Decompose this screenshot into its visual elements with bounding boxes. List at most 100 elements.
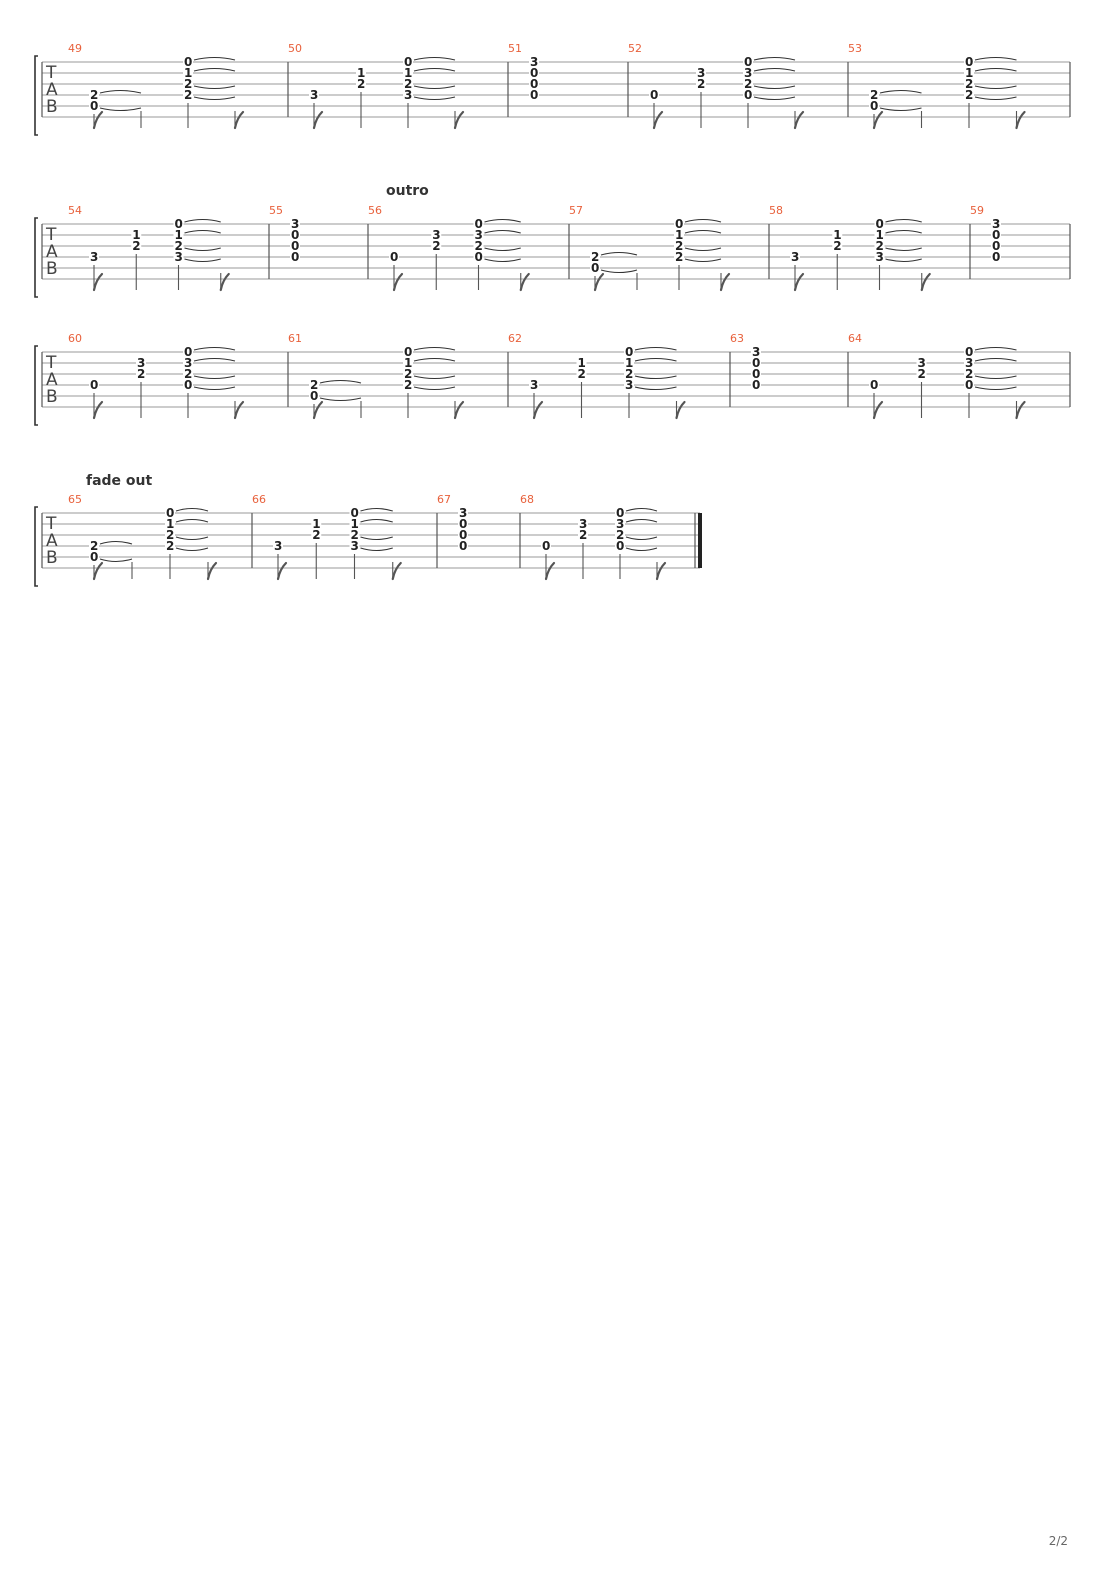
note-flag [206, 561, 218, 581]
fret-background [578, 530, 588, 540]
fret-number: 0 [530, 88, 538, 102]
fret-number: 3 [432, 228, 440, 242]
fret-background [173, 241, 184, 251]
fret-number: 2 [310, 378, 318, 392]
fret-background [356, 79, 366, 89]
fret-number: 0 [90, 378, 98, 392]
fret-number: 0 [876, 217, 884, 231]
tie-arc [885, 258, 922, 263]
fret-background [964, 380, 974, 390]
fret-background [403, 369, 413, 379]
tie-arc [974, 85, 1017, 90]
tie-arc [193, 67, 236, 72]
fret-background [790, 252, 800, 262]
fret-background [624, 380, 634, 390]
measure-number: 54 [68, 204, 82, 217]
fret-background [311, 530, 322, 540]
fret-number: 0 [616, 506, 624, 520]
fret-number: 1 [833, 228, 841, 242]
fret-background [590, 252, 600, 262]
tie-arc [625, 547, 658, 552]
measure-number: 60 [68, 332, 82, 345]
fret-number: 2 [432, 239, 440, 253]
measure-number: 58 [769, 204, 783, 217]
fret-background [615, 530, 625, 540]
note-flag [453, 110, 465, 130]
tab-clef-letter: B [46, 97, 58, 117]
tie-arc [175, 536, 209, 541]
fret-background [624, 347, 634, 357]
fret-background [869, 380, 879, 390]
fret-number: 0 [459, 539, 467, 553]
fret-number: 3 [475, 228, 483, 242]
tie-arc [99, 558, 133, 563]
fret-background [529, 68, 539, 78]
fret-background [615, 541, 625, 551]
fret-background [131, 230, 142, 240]
fret-number: 3 [965, 356, 973, 370]
tie-arc [193, 56, 236, 61]
fret-number: 0 [965, 378, 973, 392]
fret-background [869, 101, 879, 111]
fret-number: 1 [625, 356, 633, 370]
note-flag [544, 561, 556, 581]
fret-background [458, 519, 468, 529]
fret-background [403, 380, 413, 390]
fret-number: 0 [530, 77, 538, 91]
fret-background [183, 68, 193, 78]
tie-arc [319, 397, 362, 402]
fret-background [964, 369, 974, 379]
fret-number: 3 [137, 356, 145, 370]
note-flag [793, 110, 805, 130]
fret-background [183, 369, 193, 379]
fret-number: 0 [752, 367, 760, 381]
fret-background [89, 380, 99, 390]
fret-background [431, 241, 442, 251]
system-bracket [34, 506, 38, 587]
fret-background [874, 219, 885, 229]
fret-background [173, 230, 184, 240]
tie-arc [753, 85, 796, 90]
tie-arc [413, 386, 456, 391]
fret-number: 3 [697, 66, 705, 80]
tab-system: outroTAB54312012355300056032032057200122… [34, 183, 1071, 298]
tie-arc [413, 357, 456, 362]
tie-arc [319, 379, 362, 384]
fret-number: 0 [90, 550, 98, 564]
note-flag [675, 400, 686, 420]
fret-number: 2 [184, 77, 192, 91]
note-flag [872, 110, 884, 130]
tie-arc [684, 258, 722, 263]
fret-background [743, 90, 753, 100]
note-flag [453, 400, 465, 420]
fret-number: 2 [833, 239, 841, 253]
fret-number: 0 [404, 345, 412, 359]
final-bar-line [698, 513, 702, 568]
measure-number: 68 [520, 493, 534, 506]
fret-number: 2 [357, 77, 365, 91]
fret-number: 1 [578, 356, 586, 370]
tie-arc [684, 218, 722, 223]
fret-background [309, 391, 319, 401]
fret-background [183, 79, 193, 89]
tie-arc [184, 258, 221, 263]
fret-background [165, 508, 175, 518]
fret-background [964, 79, 974, 89]
fret-background [473, 230, 484, 240]
fret-background [751, 347, 761, 357]
fret-number: 2 [965, 88, 973, 102]
note-flag [793, 272, 805, 292]
tie-arc [99, 540, 133, 545]
note-flag [233, 110, 245, 130]
measure-number: 65 [68, 493, 82, 506]
note-flag [519, 272, 530, 292]
measure-number: 64 [848, 332, 862, 345]
note-flag [219, 272, 230, 292]
fret-background [916, 369, 927, 379]
fret-number: 0 [591, 261, 599, 275]
fret-background [183, 347, 193, 357]
fret-number: 2 [579, 528, 587, 542]
fret-background [389, 252, 399, 262]
fret-number: 0 [870, 378, 878, 392]
fret-number: 1 [184, 66, 192, 80]
